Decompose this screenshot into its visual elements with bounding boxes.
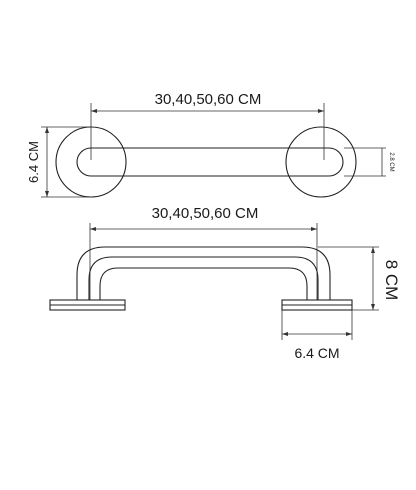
side-length-label: 30,40,50,60 CM bbox=[152, 205, 259, 222]
side-length-dimension bbox=[89, 223, 318, 300]
top-length-dimension bbox=[90, 103, 325, 160]
top-length-label: 30,40,50,60 CM bbox=[155, 91, 262, 108]
right-flange-top bbox=[285, 126, 357, 198]
height-label: 8 CM bbox=[382, 260, 401, 301]
bar-side-centerline bbox=[88, 256, 319, 300]
tube-diameter-dimension bbox=[344, 147, 386, 177]
bar-top bbox=[76, 147, 344, 177]
bar-side-outer bbox=[76, 246, 331, 300]
flange-diameter-label-side: 6.4 CM bbox=[294, 345, 339, 361]
top-view: 30,40,50,60 CM 6.4 CM 2.8 CM bbox=[26, 91, 394, 198]
left-base-side bbox=[49, 299, 126, 311]
flange-diameter-label-top: 6.4 CM bbox=[26, 141, 41, 183]
tube-diameter-label: 2.8 CM bbox=[388, 152, 394, 171]
bar-side-inner bbox=[99, 267, 308, 300]
height-dimension bbox=[318, 246, 379, 311]
side-view: 30,40,50,60 CM 8 CM bbox=[49, 205, 401, 361]
flange-diameter-dimension-side bbox=[281, 310, 353, 340]
flange-diameter-dimension-top bbox=[41, 126, 91, 198]
right-base-side bbox=[281, 299, 353, 311]
